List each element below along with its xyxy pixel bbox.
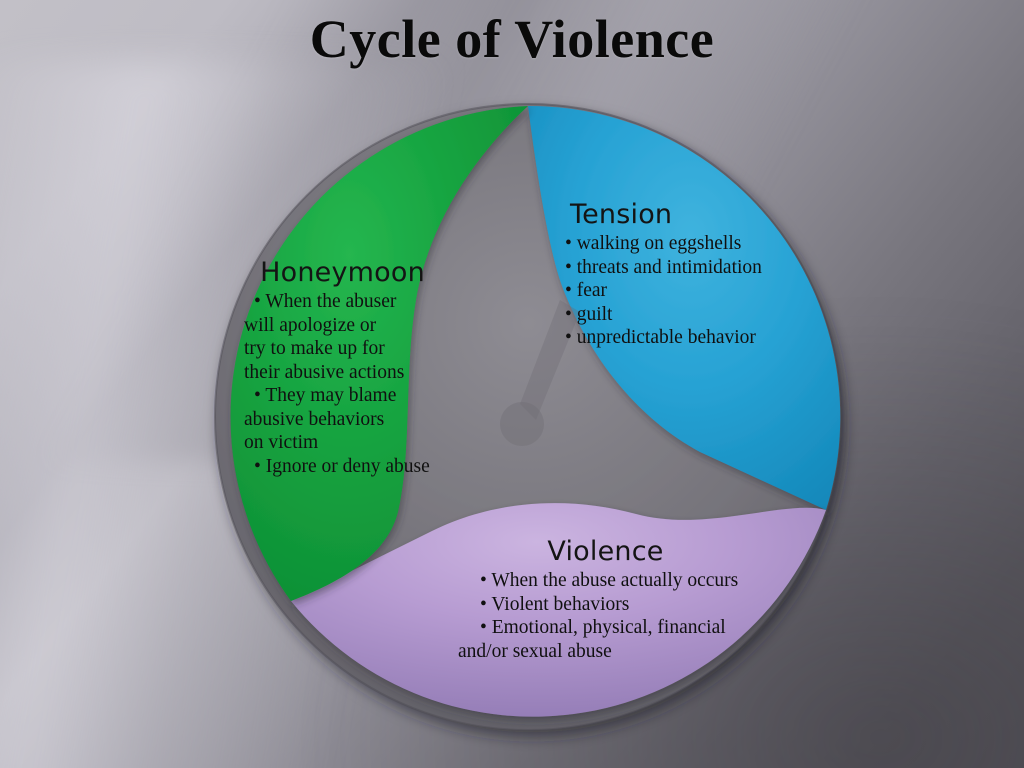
list-item-label: When the abuse actually occurs <box>491 570 739 591</box>
list-item: • unpredictable behavior <box>565 326 815 350</box>
segment-tension-bullets: • walking on eggshells • threats and int… <box>565 232 815 350</box>
list-item: • threats and intimidation <box>565 256 815 280</box>
bullet-glyph: • <box>565 280 572 301</box>
bullet-glyph: • <box>565 303 572 325</box>
list-item-label: threats and intimidation <box>576 256 762 278</box>
bullet-glyph: • <box>480 593 487 615</box>
list-item: • When the abuse actually occurs <box>480 569 768 593</box>
segment-honeymoon-text: Honeymoon • When the abuser will apologi… <box>240 257 450 478</box>
list-item-continuation: abusive behaviors <box>244 408 385 430</box>
list-item-continuation: will apologize or <box>244 314 377 336</box>
segment-tension-text: Tension • walking on eggshells • threats… <box>565 199 815 350</box>
list-item-continuation: and/or sexual abuse <box>458 640 612 662</box>
segment-violence[interactable] <box>291 503 826 717</box>
list-item-label: Violent behaviors <box>491 593 630 615</box>
list-item: • Ignore or deny abuse <box>254 455 430 477</box>
bullet-glyph: • <box>565 233 572 254</box>
list-item: • Emotional, physical, financial <box>480 616 768 640</box>
page-title: Cycle of Violence <box>309 9 715 69</box>
segment-violence-text: Violence • When the abuse actually occur… <box>448 536 768 663</box>
list-item: • fear <box>565 279 815 303</box>
bullet-glyph: • <box>565 327 572 348</box>
list-item-label: walking on eggshells <box>576 233 742 254</box>
segment-tension[interactable] <box>528 105 841 511</box>
list-item-label: Emotional, physical, financial <box>491 617 726 638</box>
list-item: • guilt <box>565 303 815 327</box>
list-item-label: fear <box>576 280 608 301</box>
bullet-glyph: • <box>480 617 487 638</box>
list-item: • Violent behaviors <box>480 593 768 617</box>
list-item: • walking on eggshells <box>565 232 815 256</box>
list-item-continuation: try to make up for <box>244 338 385 359</box>
bullet-glyph: • <box>480 570 487 591</box>
list-item: • They may blame <box>254 385 397 406</box>
segment-honeymoon-bullets: • When the abuser will apologize or try … <box>240 290 450 478</box>
segment-honeymoon[interactable] <box>230 106 528 601</box>
bullet-glyph: • <box>565 256 572 278</box>
list-item-label: guilt <box>576 303 613 325</box>
segment-honeymoon-heading: Honeymoon <box>260 257 425 288</box>
list-item-continuation: their abusive actions <box>244 361 405 383</box>
segment-tension-heading: Tension <box>570 199 673 230</box>
list-item-label: unpredictable behavior <box>576 327 756 348</box>
center-junction <box>500 300 580 446</box>
segment-violence-heading: Violence <box>547 536 664 567</box>
list-item-continuation: on victim <box>244 432 319 453</box>
list-item: • When the abuser <box>254 291 397 312</box>
segment-violence-bullets: • When the abuse actually occurs • Viole… <box>448 569 768 663</box>
